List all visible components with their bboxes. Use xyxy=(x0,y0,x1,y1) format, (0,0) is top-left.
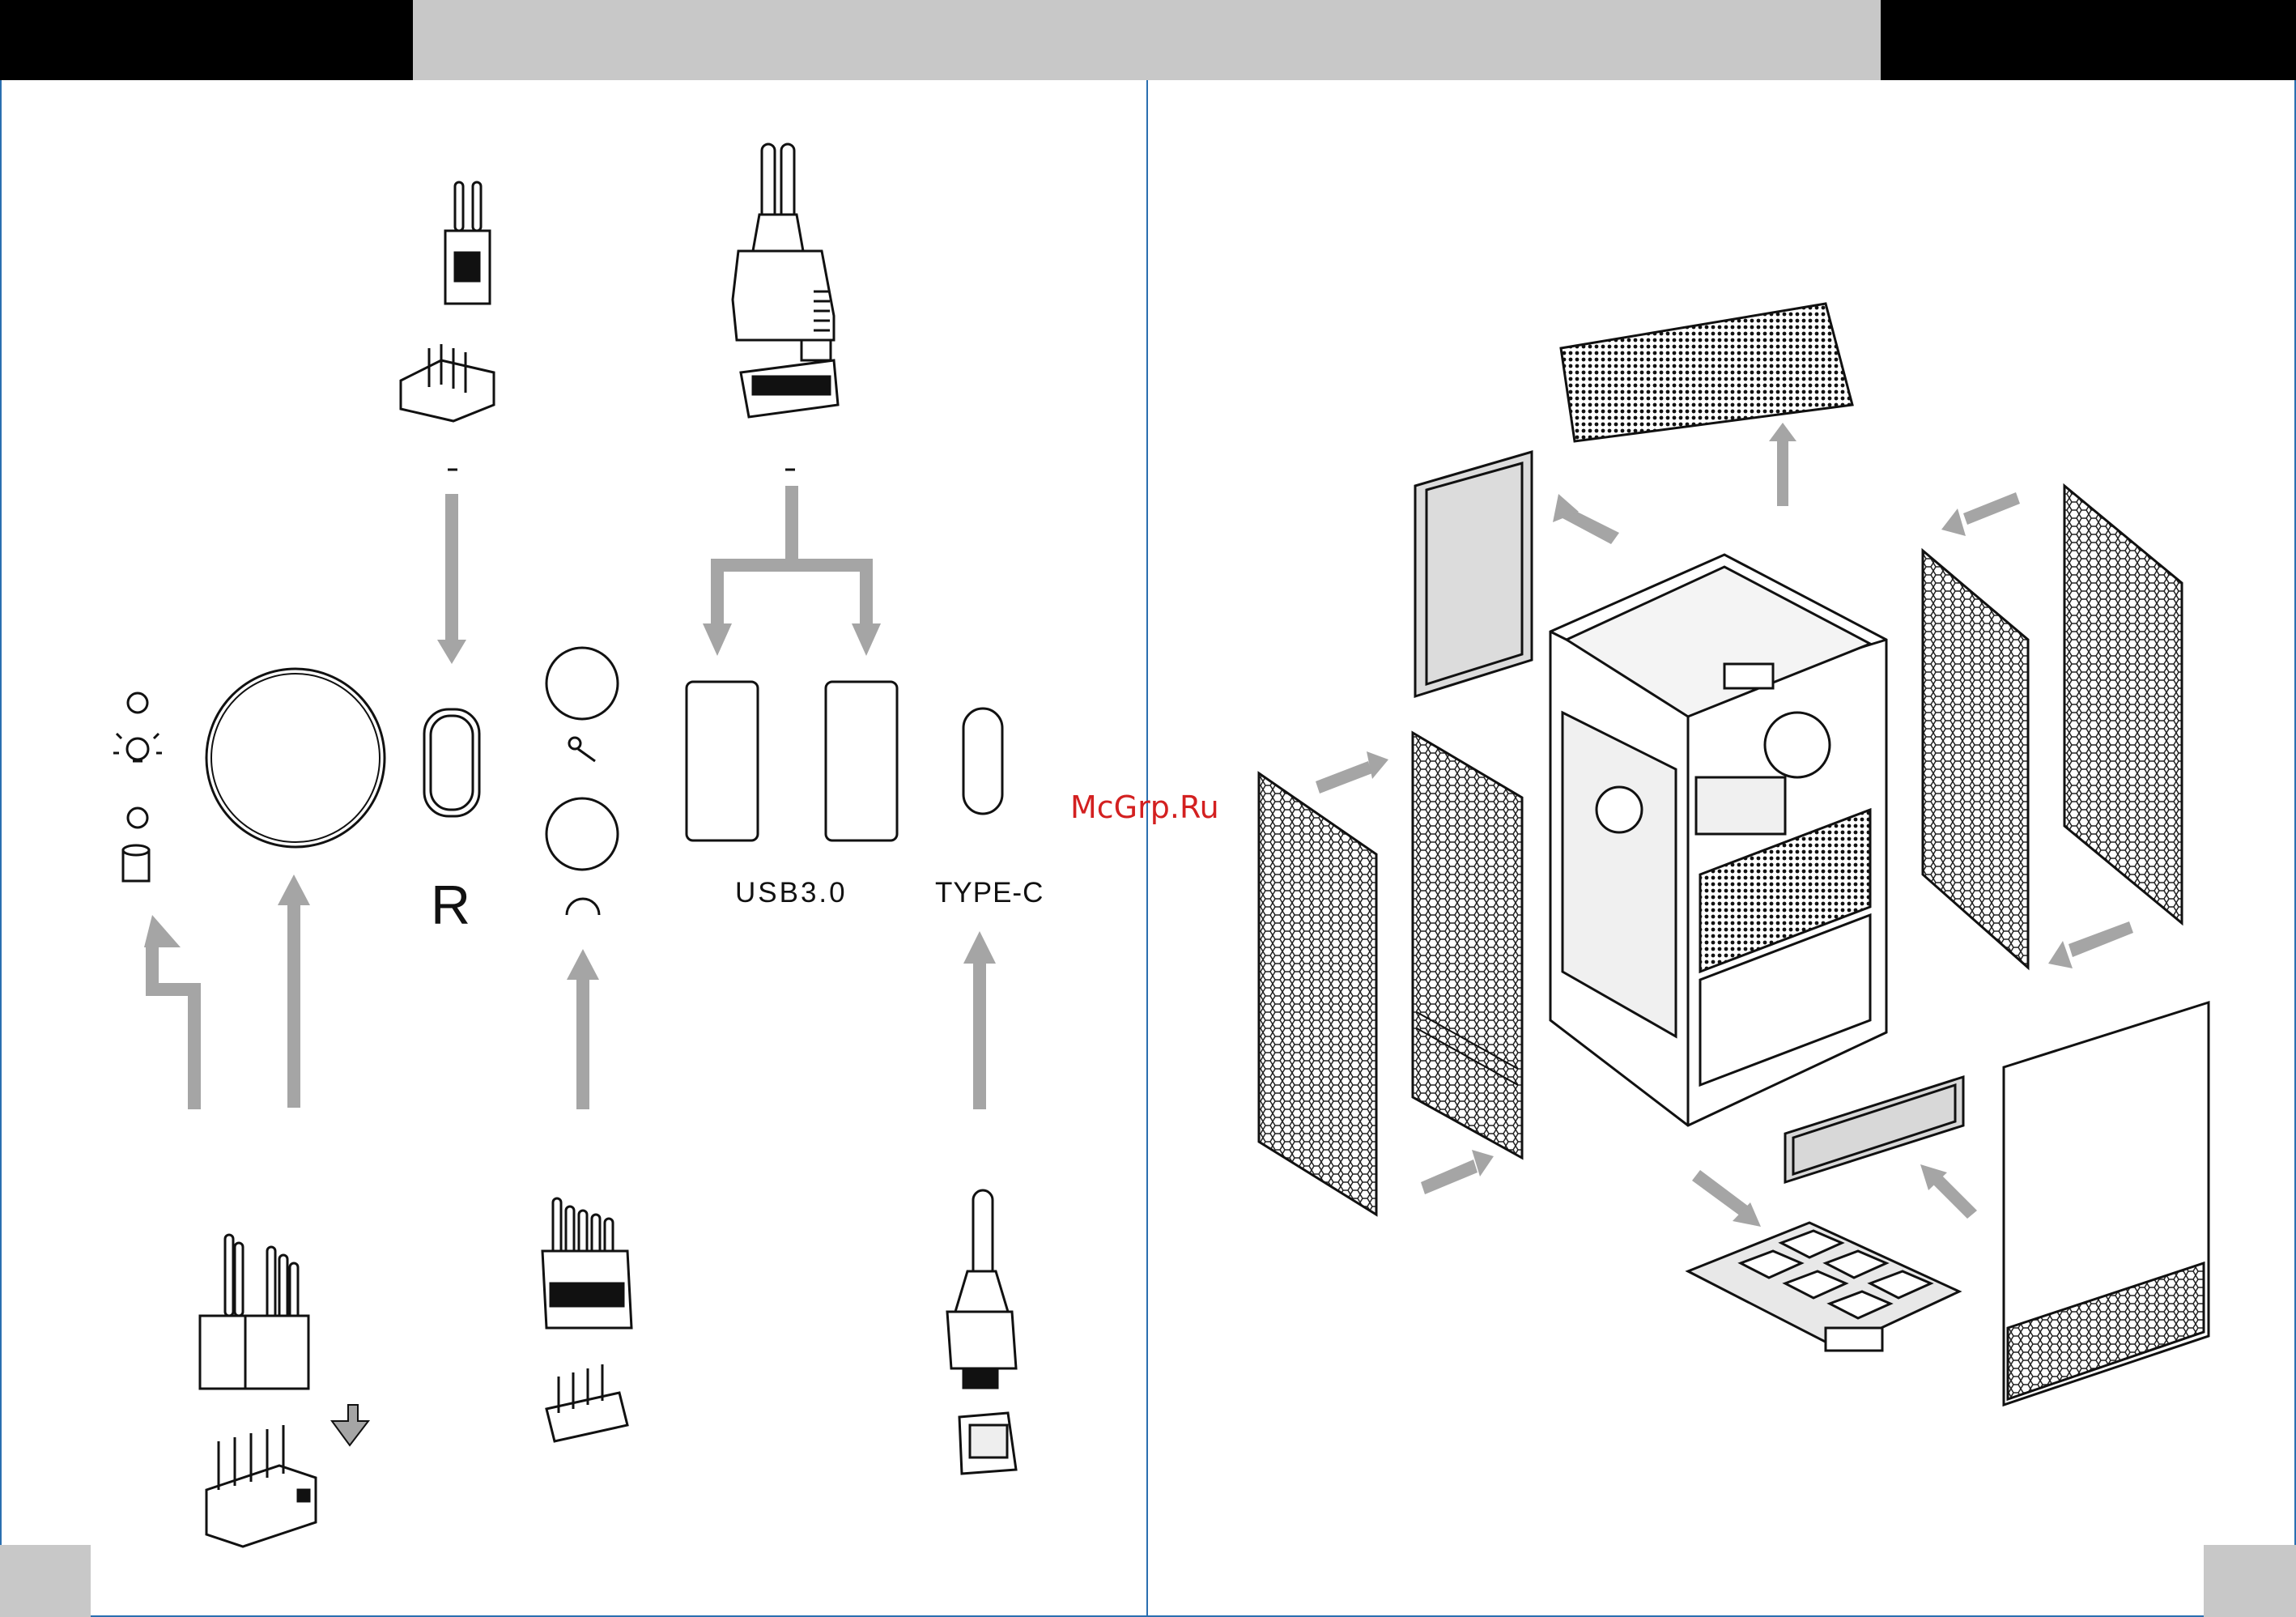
reset-connector xyxy=(445,182,490,304)
chassis-body xyxy=(1550,555,1886,1126)
typec-label: TYPE-C xyxy=(935,877,1044,909)
usb3-header xyxy=(741,360,838,417)
page-tab-left xyxy=(0,1545,91,1617)
typec-connector xyxy=(947,1190,1016,1388)
usb3-connector xyxy=(733,144,834,360)
panel-header-9pin xyxy=(206,1425,316,1547)
flow-arrows-top xyxy=(437,486,881,664)
mic-jack xyxy=(546,648,618,719)
left-inner-filter-panel xyxy=(1413,733,1522,1158)
top-arrow xyxy=(1769,423,1796,506)
psu-shroud-filter xyxy=(1785,1077,1963,1182)
left-outer-mesh-panel xyxy=(1259,773,1376,1215)
arrow-bottom-filter xyxy=(1692,1170,1761,1227)
microphone-icon xyxy=(569,738,595,761)
right-inner-filter-panel xyxy=(1923,551,2028,968)
left-glass-panel xyxy=(1415,452,1532,696)
arrow-psu-strip xyxy=(1920,1164,1977,1219)
hdd-cylinder-icon xyxy=(123,845,149,881)
page-tab-right xyxy=(2204,1545,2296,1617)
typec-port-icon xyxy=(963,709,1002,814)
header-left-gray xyxy=(413,0,1147,80)
arrow-left-glass xyxy=(1553,494,1619,544)
usb3-label: USB3.0 xyxy=(735,877,848,909)
usb3-port-icon xyxy=(687,682,758,840)
bottom-dust-filter xyxy=(1688,1223,1959,1351)
front-glass-panel xyxy=(2004,1002,2209,1405)
header-right-black xyxy=(1881,0,2296,80)
power-led-bulb-icon xyxy=(113,734,162,761)
headphone-jack xyxy=(546,798,618,870)
watermark-text: McGrp.Ru xyxy=(1070,789,1219,825)
headphone-icon xyxy=(567,899,599,915)
reset-label: R xyxy=(431,874,470,937)
header-left-black xyxy=(0,0,413,80)
header-right-gray xyxy=(1147,0,1881,80)
reset-header xyxy=(401,344,494,421)
hd-audio-header xyxy=(546,1364,627,1441)
power-hdd-connector xyxy=(200,1235,308,1389)
insert-arrow xyxy=(332,1405,368,1445)
top-dust-filter xyxy=(1561,304,1852,441)
right-outer-mesh-panel xyxy=(2064,486,2182,923)
hd-audio-connector xyxy=(542,1198,631,1328)
front-io-panel xyxy=(113,648,1002,915)
hdd-led-icon xyxy=(128,808,147,828)
power-led-icon xyxy=(128,693,147,713)
typec-header xyxy=(959,1413,1016,1474)
